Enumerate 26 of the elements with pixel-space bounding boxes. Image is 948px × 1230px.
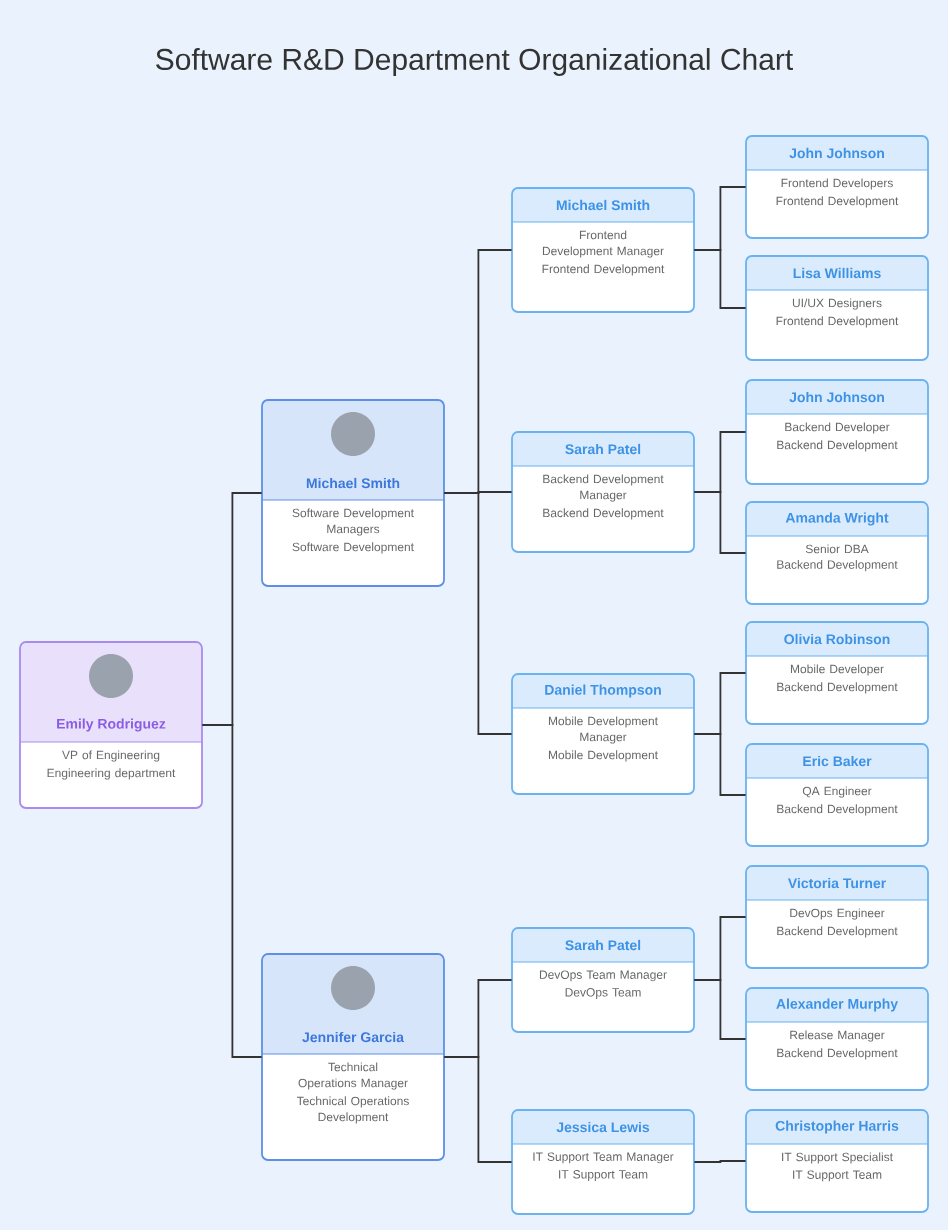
person-card: [745, 621, 929, 725]
person-card: [511, 431, 695, 553]
person-card: [261, 399, 445, 587]
person-card: [745, 379, 929, 485]
person-card: [745, 135, 929, 239]
connector-line: [693, 1160, 747, 1163]
person-card: [745, 1109, 929, 1213]
title: Software R&D Department Organizational Chart: [156, 48, 793, 76]
connector-line: [693, 249, 747, 309]
person-card: [511, 927, 695, 1033]
connector-line: [693, 733, 747, 796]
person-card: [261, 953, 445, 1161]
person-card: [511, 673, 695, 795]
person-card: [745, 865, 929, 969]
person-card: [19, 641, 203, 809]
person-card: [745, 255, 929, 361]
person-card: [511, 187, 695, 313]
connector-line: [201, 724, 263, 1058]
connector-line: [693, 491, 747, 554]
person-card: [511, 1109, 695, 1215]
connector-line: [693, 979, 747, 1040]
person-card: [745, 987, 929, 1091]
connector-line: [443, 492, 513, 735]
person-card: [745, 501, 929, 605]
connector-line: [443, 1056, 513, 1163]
person-card: [745, 743, 929, 847]
